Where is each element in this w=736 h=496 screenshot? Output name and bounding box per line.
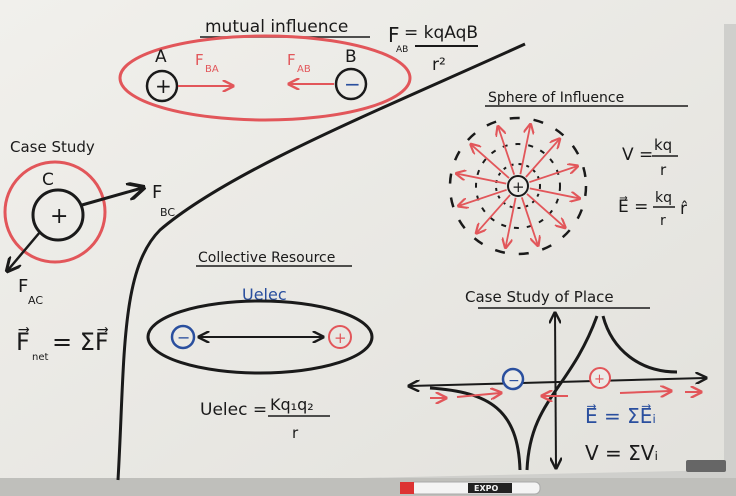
- field-ray: [477, 194, 511, 232]
- force-bc-sub: BC: [160, 206, 175, 219]
- collective-title: Collective Resource: [198, 250, 335, 266]
- charge-c-sign: +: [50, 204, 68, 229]
- v-lhs: V =: [622, 145, 653, 165]
- charge-b-sign: −: [344, 72, 361, 96]
- charge-a: [145, 69, 179, 103]
- potential-curve-right: [601, 315, 678, 374]
- place-section: Case Study of Place − + E⃗ = ΣE⃗ᵢ V = ΣV…: [410, 288, 705, 471]
- force-ac-f: F: [18, 276, 28, 297]
- sphere-title: Sphere of Influence: [488, 90, 624, 106]
- marker-brand-label: EXPO: [474, 484, 498, 493]
- force-ac-sub: AC: [28, 294, 43, 307]
- formula-denominator: r²: [432, 55, 446, 75]
- case-study-section: Case Study C + F BC F AC F⃗ net = ΣF⃗: [3, 138, 175, 363]
- force-ab-sub: AB: [297, 64, 311, 75]
- e-num: kq: [655, 190, 672, 206]
- brand-logo: [686, 460, 726, 472]
- force-bc-arrow: [81, 188, 142, 207]
- field-ray: [459, 188, 507, 206]
- field-line-rays: [457, 125, 579, 247]
- sphere-charge: [507, 175, 529, 197]
- force-ba-sub: BA: [205, 64, 219, 75]
- field-ray: [498, 127, 516, 175]
- charge-b-label: B: [345, 47, 357, 67]
- energy-label: Uelec: [242, 285, 287, 304]
- mutual-influence-section: mutual influence F AB = kqAqB r² A + B −…: [118, 17, 478, 122]
- charge-a-sign: +: [155, 74, 172, 98]
- formula-numerator: = kqAqB: [404, 23, 478, 43]
- net-force-sub: net: [32, 352, 48, 363]
- pos-charge-sign: +: [334, 329, 347, 347]
- divider-line: [116, 42, 526, 481]
- charge-c: [31, 188, 85, 242]
- collective-section: Collective Resource Uelec − + Uelec = Kq…: [146, 250, 374, 442]
- force-bc-f: F: [152, 182, 162, 203]
- potential-curve-left: [429, 386, 522, 471]
- net-force-f: F⃗: [16, 327, 30, 356]
- charge-c-label: C: [42, 170, 54, 190]
- e-unit: r̂: [680, 199, 688, 219]
- field-ray: [519, 125, 530, 175]
- sphere-charge-sign: +: [512, 178, 525, 196]
- marker[interactable]: EXPO: [400, 481, 541, 495]
- formula-sub: AB: [396, 45, 408, 55]
- net-force-sum: = ΣF⃗: [52, 327, 109, 356]
- place-title: Case Study of Place: [465, 288, 614, 306]
- potential-sum: V = ΣVᵢ: [585, 441, 658, 465]
- place-neg-sign: −: [508, 373, 520, 389]
- field-ray: [525, 140, 559, 178]
- case-study-title: Case Study: [10, 138, 95, 156]
- force-ba-f: F: [195, 51, 204, 69]
- force-ac-arrow: [8, 231, 41, 270]
- neg-charge-sign: −: [177, 328, 190, 347]
- field-sum: E⃗ = ΣE⃗ᵢ: [585, 403, 656, 428]
- v-num: kq: [654, 136, 672, 154]
- energy-formula-den: r: [292, 424, 299, 442]
- field-ray: [520, 197, 538, 244]
- influence-circle: [3, 160, 107, 264]
- field-ray: [526, 193, 564, 227]
- charge-b: [334, 67, 368, 101]
- sphere-section: Sphere of Influence + V = kq r E⃗ = kq r…: [448, 90, 688, 256]
- field-ray: [472, 145, 510, 179]
- energy-formula-lhs: Uelec =: [200, 400, 267, 420]
- e-den: r: [660, 213, 666, 229]
- potential-curve-mid: [525, 315, 599, 471]
- mutual-influence-title: mutual influence: [205, 17, 348, 37]
- field-ray: [529, 166, 576, 184]
- system-ellipse: [146, 299, 374, 375]
- field-ray: [506, 197, 517, 247]
- e-lhs: E⃗ =: [618, 195, 648, 217]
- energy-formula-num: Kq₁q₂: [270, 395, 314, 414]
- field-ray: [529, 187, 579, 198]
- place-pos-sign: +: [594, 372, 605, 387]
- marker-tray: [0, 478, 736, 496]
- influence-ellipse: [118, 34, 412, 122]
- field-ray: [457, 174, 507, 185]
- force-ab-f: F: [287, 51, 296, 69]
- charge-a-label: A: [155, 47, 167, 67]
- v-den: r: [660, 161, 667, 179]
- formula-f: F: [388, 23, 400, 47]
